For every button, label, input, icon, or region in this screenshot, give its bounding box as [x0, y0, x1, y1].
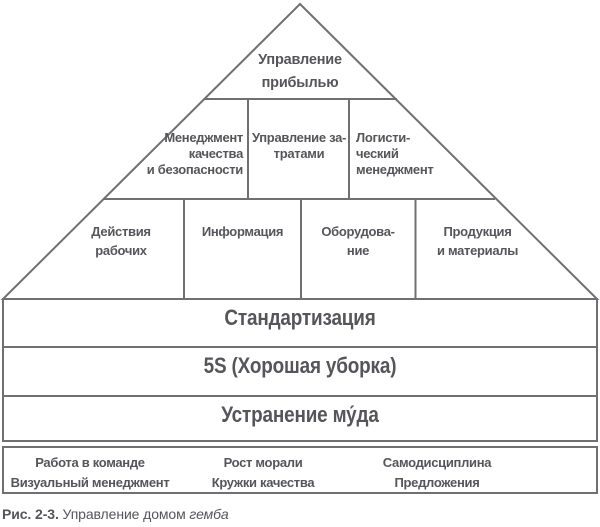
- roof-label: Управление прибылью: [258, 52, 342, 91]
- base-column-teamwork-label: Работа в команде Визуальный менеджмент: [10, 455, 170, 490]
- foundation-bar-5s-label: 5S (Хорошая уборка): [203, 353, 397, 378]
- figure-caption-text: Управление домом: [58, 506, 190, 522]
- resource-cell-information-label: Информация: [201, 224, 284, 239]
- resource-cell-worker-actions-label: Действия рабочих: [91, 224, 151, 258]
- resource-cell-equipment-label: Оборудова- ние: [321, 224, 395, 258]
- figure-caption: Рис. 2-3. Управление домом гемба: [2, 506, 229, 523]
- management-cell-cost-label: Управление за- тратами: [251, 130, 347, 161]
- figure-caption-term: гемба: [189, 506, 229, 522]
- foundation-bar-standardization-label: Стандартизация: [224, 305, 376, 330]
- figure-caption-number: Рис. 2-3.: [2, 506, 59, 522]
- base-block: [2, 446, 598, 494]
- base-column-discipline-label: Самодисциплина Предложения: [382, 455, 492, 490]
- management-cell-logistics-label: Логисти- ческий менеджмент: [356, 130, 434, 177]
- resource-cell-products-materials-label: Продукция и материалы: [436, 224, 519, 258]
- management-cell-quality-safety-label: Менеджмент качества и безопасности: [146, 130, 244, 177]
- foundation-block: [2, 298, 598, 442]
- base-column-morale-label: Рост морали Кружки качества: [211, 455, 315, 490]
- foundation-bar-muda-label: Устранение му́да: [221, 402, 379, 427]
